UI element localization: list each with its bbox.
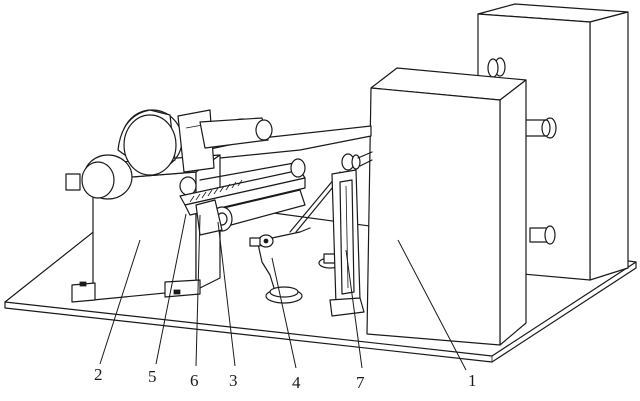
callout-1: 1 [468, 371, 477, 390]
callout-3: 3 [229, 371, 238, 390]
callout-4: 4 [292, 373, 301, 392]
main-column-block [366, 67, 527, 346]
leader-6 [195, 214, 201, 367]
upper-roller-pair [177, 109, 273, 196]
callout-7: 7 [356, 373, 365, 392]
leader-2 [99, 239, 141, 365]
leader-lines [99, 213, 467, 371]
leader-1 [397, 239, 467, 371]
rear-block-middle-shaft [519, 117, 557, 139]
leader-5 [155, 213, 187, 365]
unwind-drum [65, 109, 183, 200]
rear-block-upper-shaft [487, 57, 506, 78]
callout-2: 2 [94, 365, 103, 384]
rear-block-lower-shaft [529, 225, 556, 245]
vertical-slide [329, 151, 373, 317]
callout-6: 6 [190, 371, 199, 390]
callout-5: 5 [148, 367, 157, 386]
leader-4 [271, 257, 297, 369]
leader-7 [345, 249, 363, 369]
leader-3 [217, 221, 236, 367]
worm-screw [189, 179, 243, 203]
clamp-arm [249, 231, 303, 304]
